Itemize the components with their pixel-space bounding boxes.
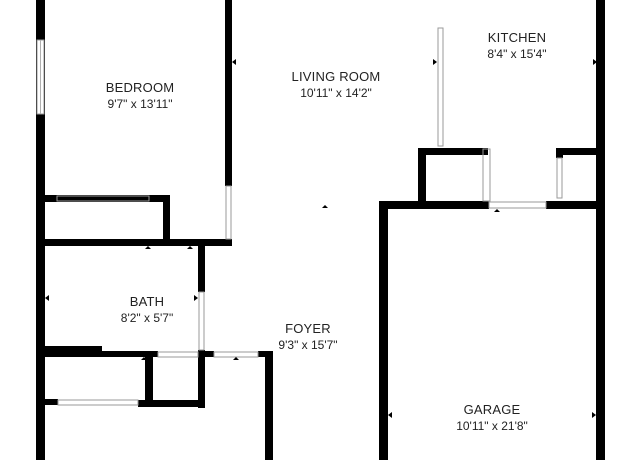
kitchen-bump-top	[418, 148, 488, 155]
closet-right-wall	[163, 195, 170, 243]
outer-right-wall	[596, 0, 605, 460]
walls	[36, 0, 605, 460]
room-label-foyer: FOYER 9'3" x 15'7"	[278, 320, 337, 354]
garage-left-wall	[379, 201, 388, 460]
lower-closet-left	[145, 351, 153, 407]
bath-bottom-wall-right	[198, 351, 214, 357]
kitchen-bump-right	[556, 148, 563, 158]
door-openings	[56, 27, 563, 406]
room-name-bedroom: BEDROOM	[105, 80, 175, 95]
room-label-bath: BATH 8'2" x 5'7"	[121, 293, 173, 327]
bedroom-bottom-wall	[40, 239, 232, 246]
room-label-kitchen: KITCHEN 8'4" x 15'4"	[487, 29, 546, 63]
bath-right-wall-lower	[198, 350, 205, 408]
room-name-garage: GARAGE	[463, 402, 521, 417]
bedroom-right-wall	[225, 0, 232, 186]
room-dims-foyer: 9'3" x 15'7"	[278, 338, 338, 352]
room-dims-kitchen: 8'4" x 15'4"	[487, 47, 547, 61]
foyer-left-wall	[265, 351, 273, 460]
foyer-top-stub	[258, 351, 273, 357]
room-dims-bath: 8'2" x 5'7"	[120, 311, 174, 325]
garage-top-wall	[379, 201, 489, 209]
room-label-bedroom: BEDROOM 9'7" x 13'11"	[106, 79, 175, 113]
lower-room-top-wall	[40, 399, 58, 405]
bath-bottom-wall	[40, 351, 158, 357]
kitchen-bump-right-top	[556, 148, 601, 155]
room-name-kitchen: KITCHEN	[487, 30, 547, 45]
bedroom-window	[36, 39, 45, 115]
room-dims-bedroom: 9'7" x 13'11"	[107, 97, 173, 111]
kitchen-bump-left	[418, 148, 426, 208]
room-name-foyer: FOYER	[285, 321, 331, 336]
room-label-living-room: LIVING ROOM 10'11" x 14'2"	[292, 68, 381, 102]
garage-top-wall-right	[546, 201, 605, 209]
room-name-living-room: LIVING ROOM	[291, 69, 381, 84]
room-label-garage: GARAGE 10'11" x 21'8"	[456, 401, 528, 435]
bath-right-wall	[198, 246, 205, 292]
room-name-bath: BATH	[129, 294, 165, 309]
room-dims-garage: 10'11" x 21'8"	[456, 419, 528, 433]
closet-top-wall	[40, 195, 170, 202]
room-dims-living-room: 10'11" x 14'2"	[300, 86, 372, 100]
outer-left-wall	[36, 0, 45, 460]
dimension-markers	[45, 59, 597, 418]
lower-closet-bottom	[138, 400, 205, 407]
